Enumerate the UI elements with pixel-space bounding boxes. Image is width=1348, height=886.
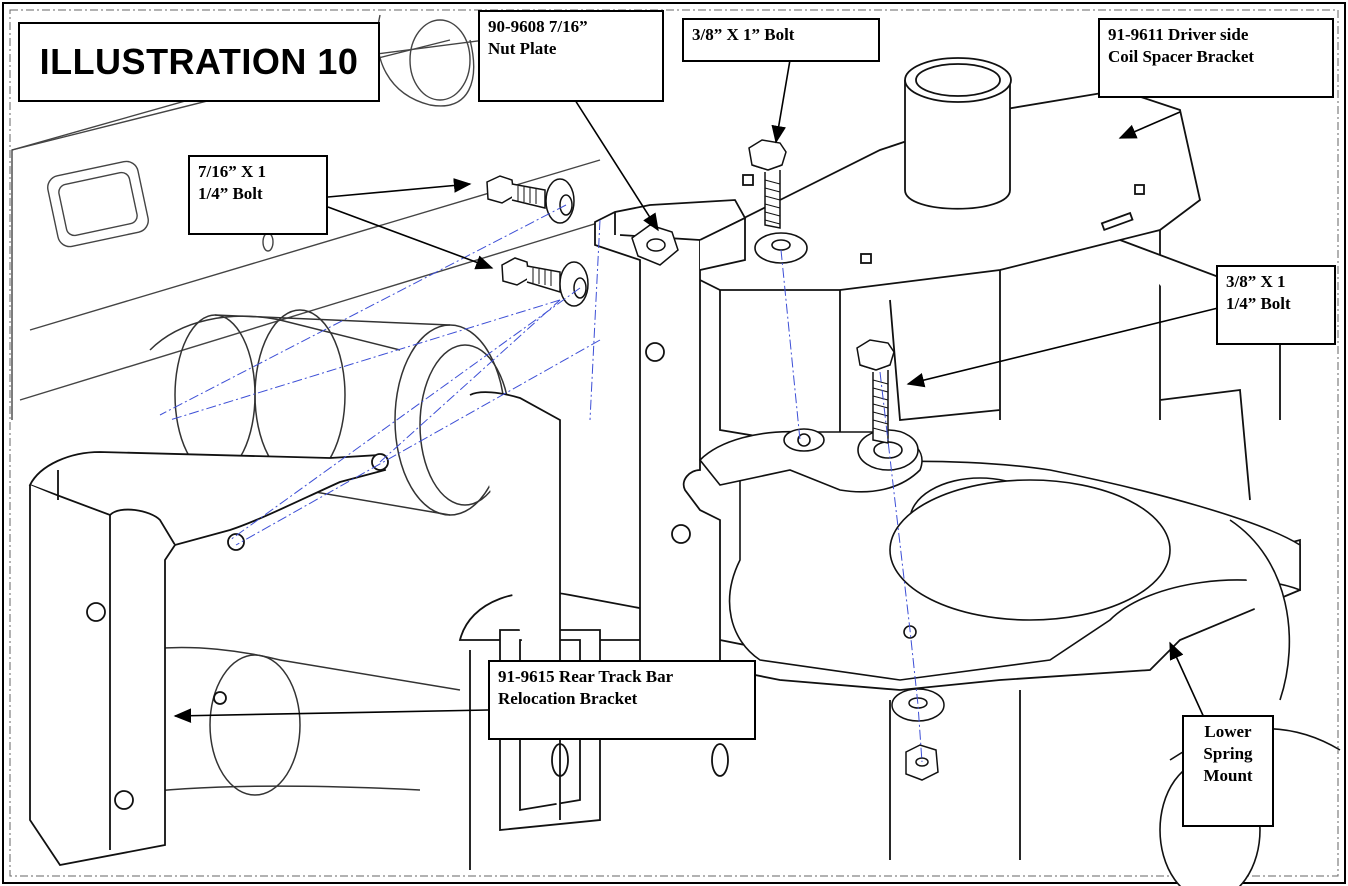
bolt-3-8-x-1-1-4-label: 3/8” X 1 1/4” Bolt	[1216, 265, 1336, 345]
nut-plate-label-line1: 90-9608 7/16”	[488, 17, 588, 36]
inner-frame	[9, 9, 1339, 877]
track-bar-bracket-label-line1: 91-9615 Rear Track Bar	[498, 667, 674, 686]
illustration-title: ILLUSTRATION 10	[18, 22, 380, 102]
mounting-tab	[698, 428, 923, 493]
leader-arrows	[173, 59, 1228, 769]
bolt-3-8-x-1-1-4	[856, 339, 895, 444]
lower-spring-mount-label: Lower Spring Mount	[1182, 715, 1274, 827]
nut-plate-label: 90-9608 7/16” Nut Plate	[478, 10, 664, 102]
track-bar-bracket-label: 91-9615 Rear Track Bar Relocation Bracke…	[488, 660, 756, 740]
upper-washer	[754, 232, 808, 264]
coil-spacer-label-line2: Coil Spacer Bracket	[1108, 47, 1255, 66]
nut-plate-label-line2: Nut Plate	[488, 39, 557, 58]
bolt-7-16-lower	[501, 257, 589, 307]
coil-spacer-label: 91-9611 Driver side Coil Spacer Bracket	[1098, 18, 1334, 98]
bolt-7-16-upper	[486, 175, 575, 224]
coil-spacer-label-line1: 91-9611 Driver side	[1108, 25, 1249, 44]
lower-washer-nut	[891, 688, 945, 781]
lower-spring-mount-label-line3: Mount	[1203, 766, 1253, 785]
bolt-3-8-x-1-label: 3/8” X 1” Bolt	[682, 18, 880, 62]
bolt-3-8-x-1-label-line1: 3/8” X 1” Bolt	[692, 25, 795, 44]
track-bar-bracket-label-line2: Relocation Bracket	[498, 689, 638, 708]
bolt-7-16-label-line2: 1/4” Bolt	[198, 184, 263, 203]
bolt-3-8-x-1	[748, 139, 787, 229]
lower-spring-mount-label-line2: Spring	[1203, 744, 1253, 763]
bolt-3-8-x-1-1-4-label-line2: 1/4” Bolt	[1226, 294, 1291, 313]
bolt-7-16-label-line1: 7/16” X 1	[198, 162, 266, 181]
bolt-3-8-x-1-1-4-label-line1: 3/8” X 1	[1226, 272, 1286, 291]
lower-spring-mount-label-line1: Lower	[1204, 722, 1252, 741]
bolt-7-16-label: 7/16” X 1 1/4” Bolt	[188, 155, 328, 235]
centerlines	[159, 204, 923, 763]
track-bar-bracket	[28, 451, 389, 866]
